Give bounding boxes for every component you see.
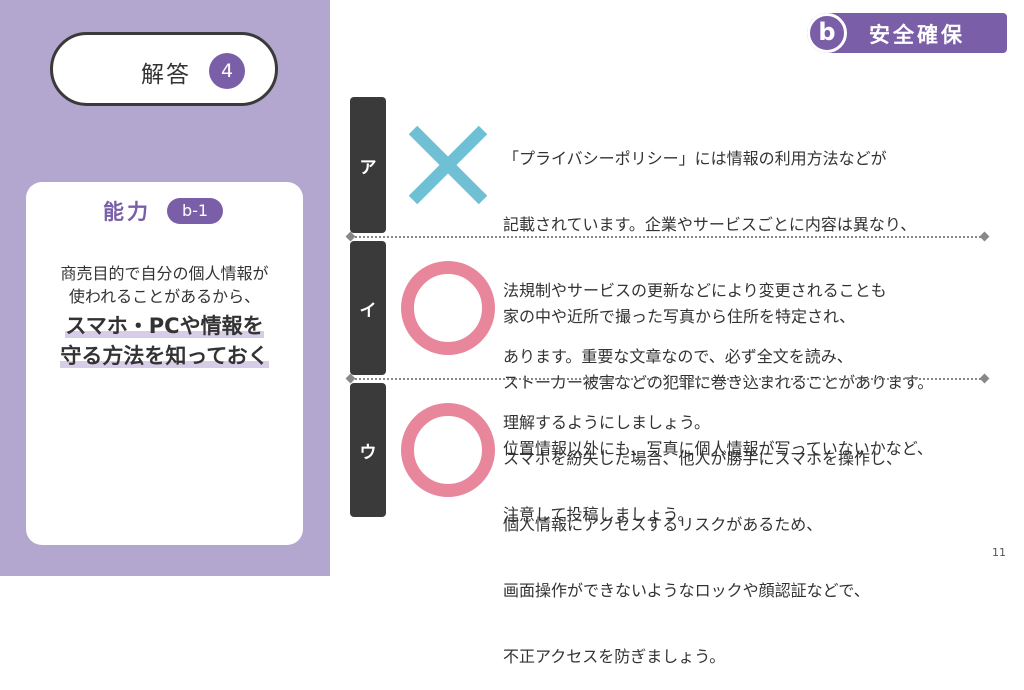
ability-desc-line: 使われることがあるから、 — [68, 287, 261, 306]
cross-icon — [408, 125, 488, 205]
divider-end-icon — [979, 231, 990, 242]
row-text-line: 法規制やサービスの更新などにより変更されることも — [503, 281, 887, 300]
answer-label: 解答 — [141, 62, 191, 88]
circle-icon — [401, 403, 495, 497]
divider-end-icon — [345, 373, 356, 384]
row-text-line: ストーカー被害などの犯罪に巻き込まれることがあります。 — [503, 373, 934, 392]
answer-pill: 解答 4 — [50, 32, 278, 106]
row-text-line: 位置情報以外にも、写真に個人情報が写っていないかなど、 — [503, 439, 933, 458]
answer-number-badge: 4 — [209, 53, 245, 89]
topic-letter-circle: b — [807, 13, 847, 53]
page-number: 11 — [992, 546, 1006, 559]
row-text-line: あります。重要な文章なので、必ず全文を読み、 — [503, 347, 853, 366]
row-text-line: 理解するようにしましょう。 — [503, 413, 711, 432]
ability-badge: b-1 — [167, 198, 223, 224]
left-panel: 解答 4 能力 b-1 商売目的で自分の個人情報が 使われることがあるから、 ス… — [0, 0, 330, 576]
ability-emphasis-line: 守る方法を知っておく — [26, 342, 303, 370]
row-text-line: 記載されています。企業やサービスごとに内容は異なり、 — [503, 215, 917, 234]
row-tab-i: イ — [350, 241, 386, 375]
row-text-line: 不正アクセスを防ぎましょう。 — [503, 647, 726, 666]
row-text-line: 個人情報にアクセスするリスクがあるため、 — [503, 515, 823, 534]
topic-title: 安全確保 — [869, 23, 965, 47]
row-divider — [345, 231, 990, 242]
ability-emphasis-text: スマホ・PCや情報を — [65, 314, 264, 338]
ability-title: 能力 — [103, 200, 151, 224]
row-text-line: 画面操作ができないようなロックや顔認証などで、 — [503, 581, 870, 600]
row-text-a: 「プライバシーポリシー」には情報の利用方法などが 記載されています。企業やサービ… — [503, 104, 916, 456]
row-text-line: スマホを紛失した場合、他人が勝手にスマホを操作し、 — [503, 449, 903, 468]
row-text-u: スマホを紛失した場合、他人が勝手にスマホを操作し、 個人情報にアクセスするリスク… — [503, 404, 902, 690]
ability-emphasis-text: 守る方法を知っておく — [60, 344, 269, 368]
row-text-i: 家の中や近所で撮った写真から住所を特定され、 ストーカー被害などの犯罪に巻き込ま… — [503, 262, 933, 548]
row-tab-u: ウ — [350, 383, 386, 517]
topic-badge: b 安全確保 — [807, 13, 1007, 53]
ability-desc-line: 商売目的で自分の個人情報が — [60, 264, 269, 283]
row-text-line: 家の中や近所で撮った写真から住所を特定され、 — [503, 307, 856, 326]
row-text-line: 注意して投稿しましょう。 — [503, 505, 694, 524]
row-tab-a: ア — [350, 97, 386, 233]
ability-emphasis-line: スマホ・PCや情報を — [26, 312, 303, 340]
divider-end-icon — [345, 231, 356, 242]
row-divider — [345, 373, 990, 384]
divider-end-icon — [979, 373, 990, 384]
ability-card: 能力 b-1 商売目的で自分の個人情報が 使われることがあるから、 スマホ・PC… — [26, 182, 303, 545]
row-text-line: 「プライバシーポリシー」には情報の利用方法などが — [503, 149, 887, 168]
ability-description: 商売目的で自分の個人情報が 使われることがあるから、 — [26, 262, 303, 308]
circle-icon — [401, 261, 495, 355]
